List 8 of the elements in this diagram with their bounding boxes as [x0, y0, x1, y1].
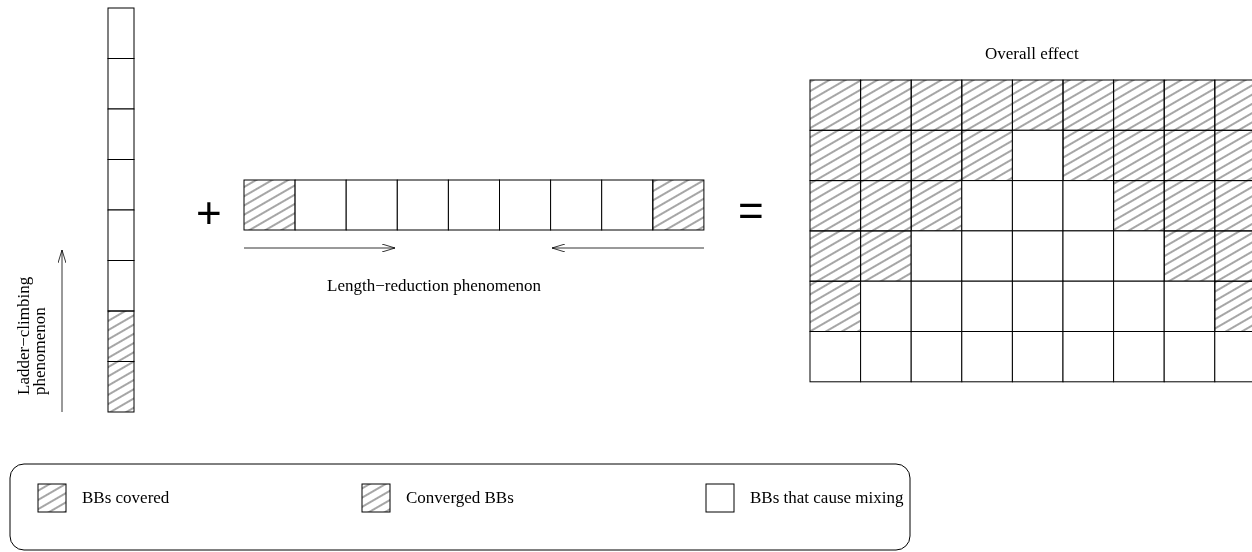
column-caption: Ladder−climbing phenomenon — [16, 275, 48, 395]
equals-sign: = — [738, 186, 764, 236]
legend-label: BBs covered — [82, 488, 170, 508]
plus-sign: + — [196, 188, 222, 238]
grid-title: Overall effect — [985, 44, 1079, 64]
legend-label: Converged BBs — [406, 488, 514, 508]
legend-label: BBs that cause mixing — [750, 488, 904, 508]
row-caption: Length−reduction phenomenon — [327, 276, 541, 296]
